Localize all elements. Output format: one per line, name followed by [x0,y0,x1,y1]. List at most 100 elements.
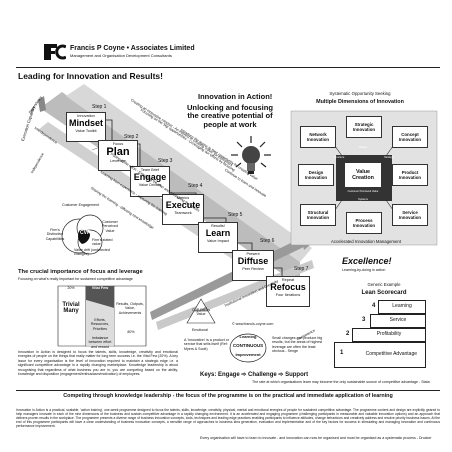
pareto-diagram [57,285,147,347]
focus-imbalance: Imbalance between effort and reward [88,336,112,349]
step-7-bottom: Four Iterations [275,293,301,297]
cvp-stated-value: Firm's stated value [92,238,113,247]
cvp-customer-engagement: Customer Engagement [62,203,99,207]
focus-title: The crucial importance of focus and leve… [18,269,143,275]
step-6-top: Present [246,252,260,256]
step-2-label: Step 2 [124,134,139,140]
step-3-top: Team Brief [140,168,160,172]
mdi-mini-customer: Customer Perceived Value [347,190,379,193]
header-divider [16,67,440,68]
mdi-product: Product Innovation [392,164,428,186]
focus-subtitle: Focusing on what's really important for … [18,277,133,281]
step-3-box: Team Brief Engage Value Drivers [130,166,170,197]
banner-subtitle: Unlocking and focusing the creative pote… [186,103,274,129]
scorecard-level-competitive-label: Competitive Advantage [365,351,417,358]
scorecard-eyebrow: Generic Example [367,282,401,287]
mdi-concept: Concept Innovation [392,126,428,148]
step-6-bottom: Peer Review [242,267,264,271]
bottom-body: Innovation in Action is a practical, sca… [16,408,440,429]
excellence-sub: Learning-by-doing in action [342,268,386,272]
mdi-structural: Structural Innovation [300,204,336,226]
step-3-label: Step 3 [158,158,173,164]
step-2-bottom: Leverage [110,159,126,163]
cvp-pyramid [186,298,216,324]
scorecard-title: Lean Scorecard [361,290,407,296]
scorecard-num-2: 2 [346,331,350,337]
cvp-center: CVP [80,230,91,236]
step-4-bottom: Teamwork [174,211,192,215]
step-5-bottom: Value Impact [207,239,229,243]
website-text: © www.francis-coyne.com [232,322,274,326]
step-1-main: Mindset [68,118,103,128]
focus-results: Results, Outputs, Value, Achievements [116,302,144,315]
emotional-label: Emotional [192,328,208,332]
step-2-main: Plan [106,146,130,158]
step-3-main: Engage [133,172,167,182]
step-5-box: Results! Learn Value Impact [198,222,238,253]
company-tagline: Management and Organisation Development … [70,53,172,58]
drucker-quote: Every organisation will have to learn to… [200,436,432,440]
focus-right-col: 80% [127,330,135,334]
mdi-mini-market: Market [359,146,367,149]
mdi-design: Design Innovation [298,164,334,186]
step-3-bottom: Value Drivers [138,183,162,187]
continuous-bottom: Improvement [235,352,261,357]
focus-body: Innovation in Action is designed to focu… [18,350,178,376]
cvp-customer-value: Customer Perceived Value [102,220,118,233]
mdi-title: Multiple Dimensions of Innovation [316,99,404,105]
step-6-box: Present Diffuse Peer Review [232,250,274,281]
bottom-headline: Competing through knowledge leadership -… [63,393,393,399]
mdi-value: Value Creation [344,162,382,188]
step-7-box: Repeat Refocus Four Iterations [266,276,310,307]
step-7-main: Refocus [270,282,306,292]
company-name: Francis P Coyne • Associates Limited [70,45,195,52]
focus-vital: Vital Few [91,286,109,290]
mdi-mini-strategy: Strategy [384,156,394,159]
cvp-pyramid-label: CVP Focus Value [191,308,211,317]
step-2-top: Focus [112,142,124,146]
mdi-strategic: Strategic Innovation [346,116,382,138]
step-1-box: Innovation Mindset Value Toolkit [66,112,106,142]
scorecard-level-learning: Learning [378,300,426,314]
bottom-divider [16,390,440,391]
mdi-mini-structure: Structure [333,156,345,159]
step-5-main: Learn [205,228,231,238]
mdi-caption: Accelerated Innovation Management [331,239,401,244]
step-5-top: Results! [211,224,225,228]
step-6-main: Diffuse [237,256,269,266]
stata-quote: The rate at which organisations learn ma… [252,380,430,384]
scorecard-num-1: 1 [340,350,344,356]
focus-trivial: Trivial Many [62,302,80,314]
step-4-box: Metrics Execute Teamwork [162,194,204,225]
senge-quote: Small changes can produce big results, b… [272,336,323,353]
step-1-label: Step 1 [92,104,107,110]
excellence-title: Excellence! [342,256,392,266]
step-5-label: Step 5 [228,212,243,218]
step-4-top: Metrics [176,196,190,200]
scorecard-num-3: 3 [362,317,366,323]
step-2-box: Focus Plan Leverage [98,140,138,171]
scorecard-level-service: Service [370,314,426,328]
step-4-main: Execute [165,200,201,210]
scorecard-level-competitive: Competitive Advantage [334,342,426,368]
step-1-top: Innovation [77,114,95,118]
scorecard-level-profitability: Profitability [352,328,426,342]
mdi-service: Service Innovation [392,204,428,226]
innovation-desc: A 'Innovation' is a product or service t… [184,338,229,351]
step-6-label: Step 6 [260,238,275,244]
step-7-label: Step 7 [294,266,309,272]
continuous-mid: CONTINUOUS [232,343,264,348]
cvp-firms-capabilities: Firm's Distinctive Capabilities [45,228,65,241]
focus-efforts: Efforts, Resources, Priorities [90,318,110,331]
mdi-eyebrow: Systematic Opportunity Seeking [329,91,391,96]
focus-left-col: 20% [67,286,75,290]
continuous-top: Learning [239,334,257,339]
company-logo [44,44,66,60]
banner-title: Innovation in Action! [198,92,273,101]
step-7-top: Repeat [281,278,295,282]
cvp-value-drift: Value drift (undetected changes) [74,248,110,257]
mdi-process: Process Innovation [346,212,382,234]
step-4-label: Step 4 [188,183,203,189]
scorecard-num-4: 4 [372,303,376,309]
mdi-network: Network Innovation [300,126,336,148]
